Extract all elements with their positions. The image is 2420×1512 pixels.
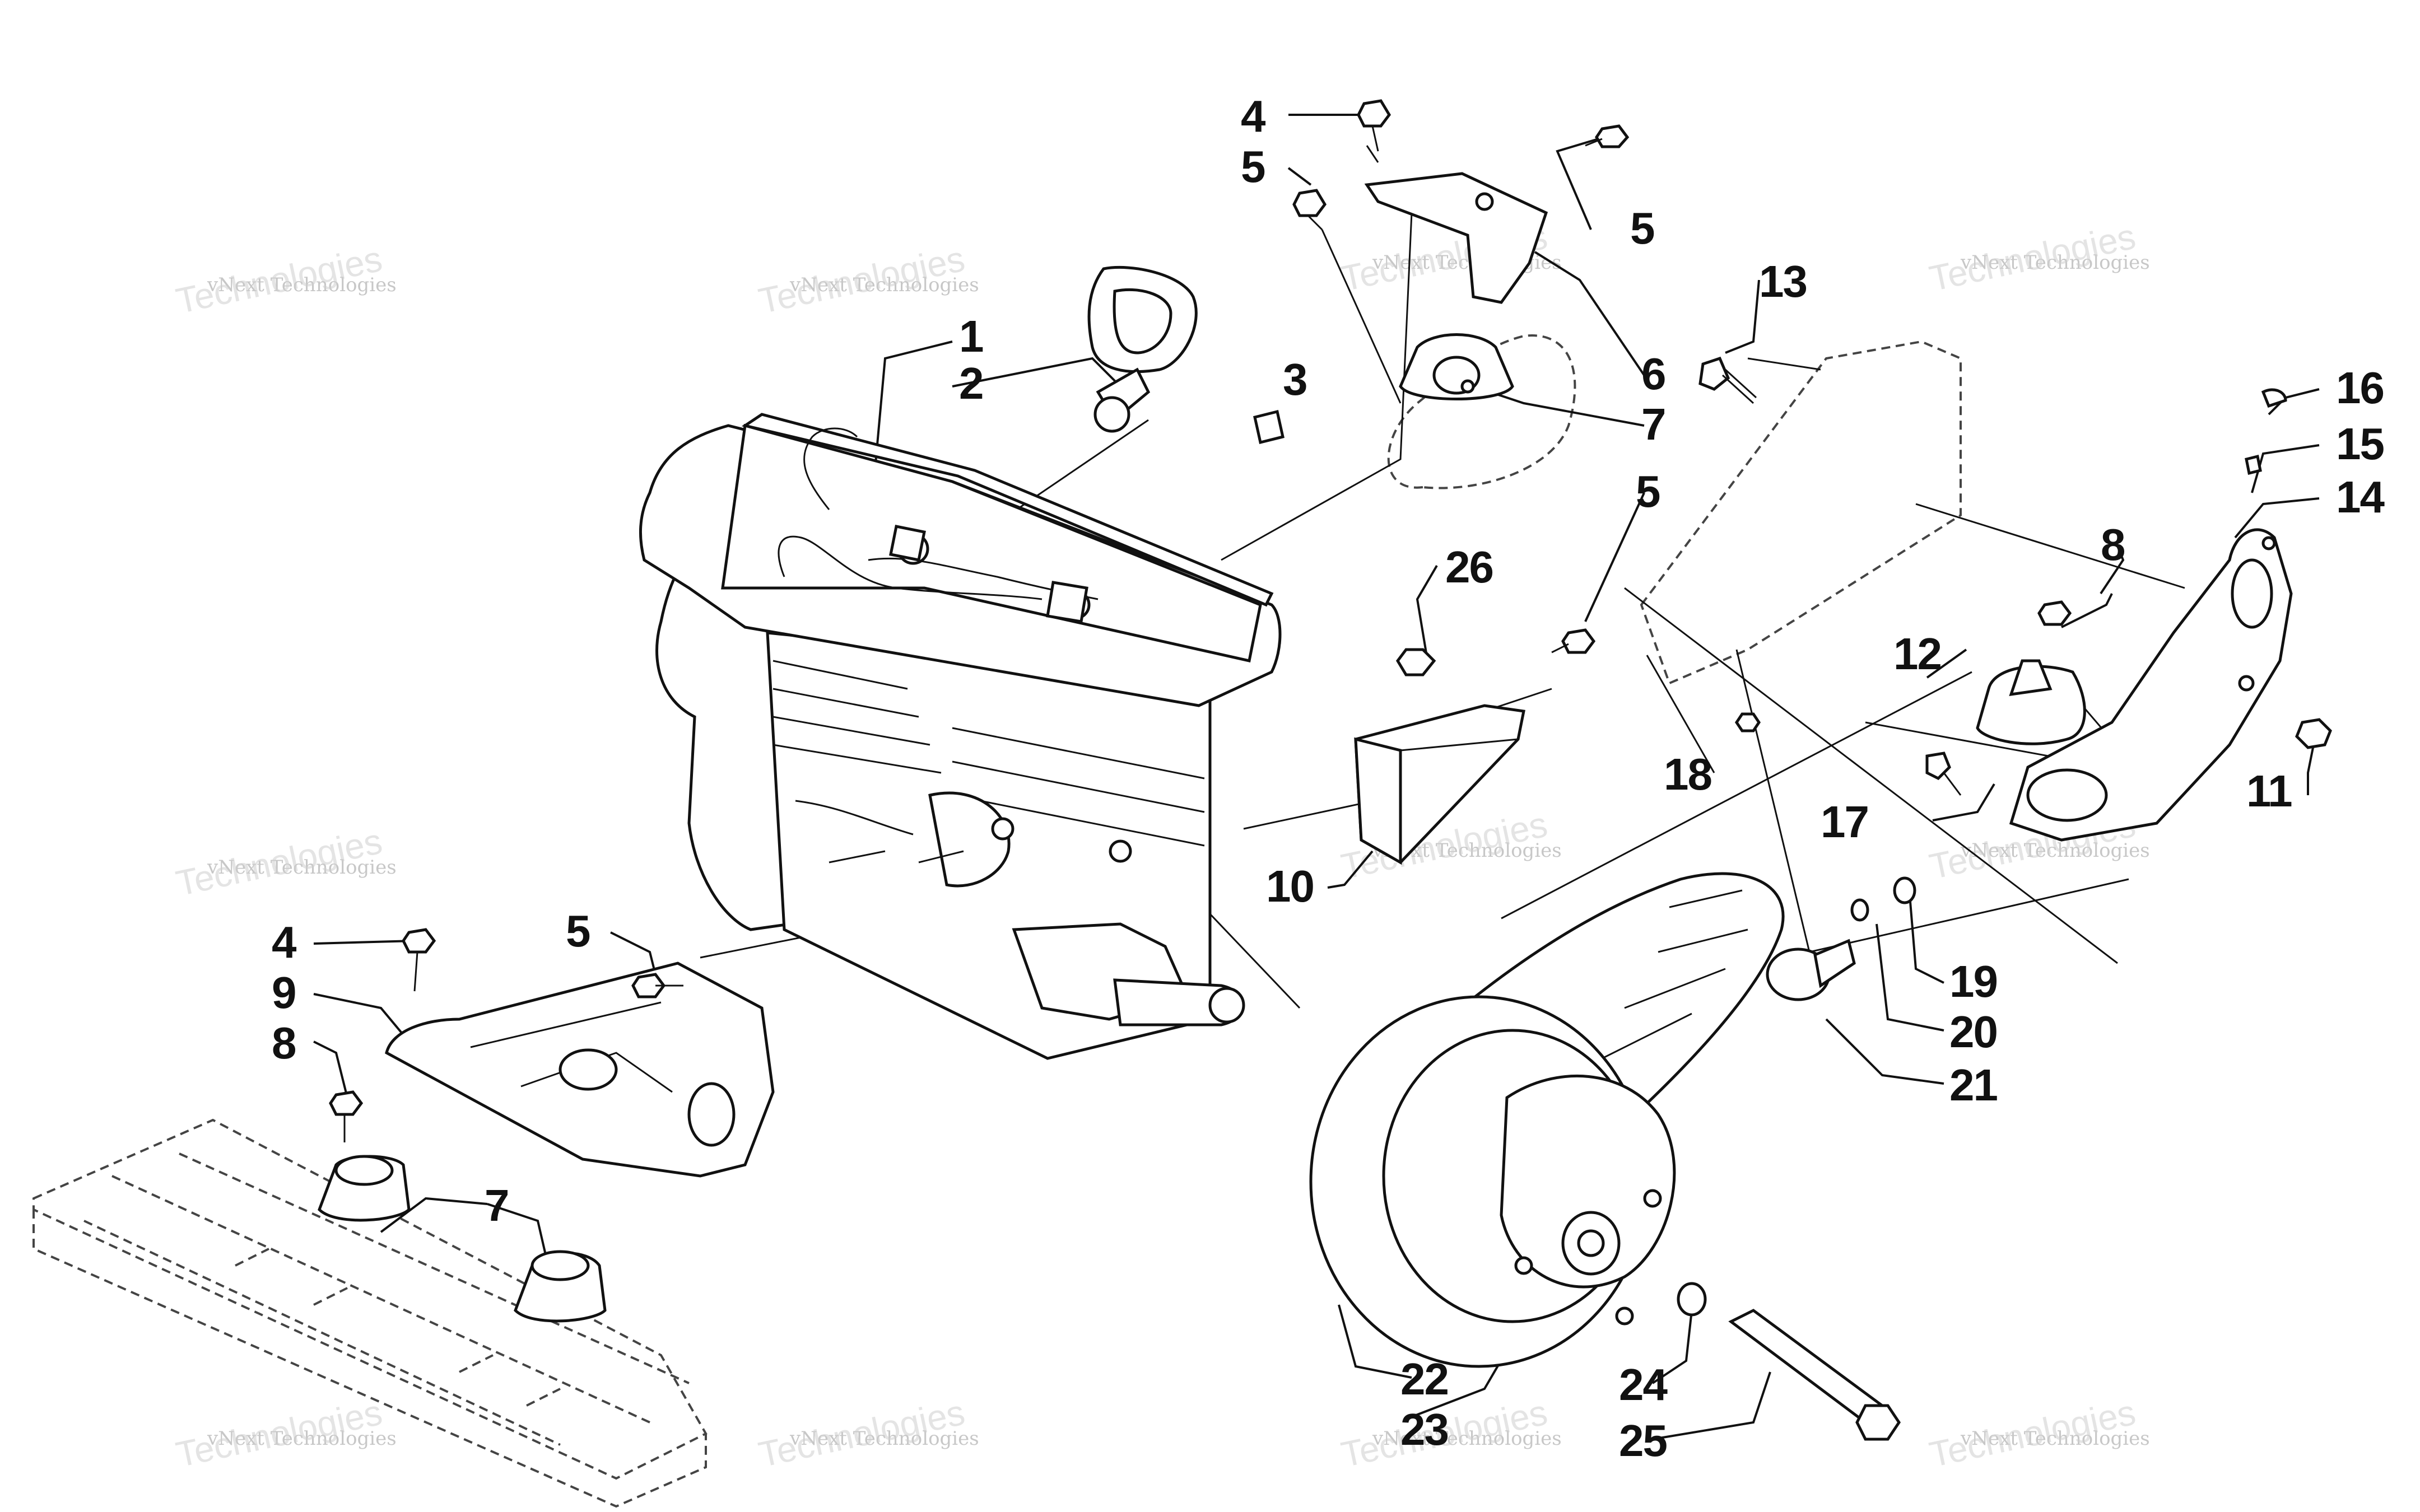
watermark-tc: vNext Technologies Technologies [755,239,979,321]
watermark-text: Technologies [1926,216,2139,299]
starter-handle [1087,266,1198,433]
bolt-13 [1698,356,1757,404]
callout-19: 19 [1949,956,1997,1006]
watermark-text: vNext Technologies [207,274,397,296]
callout-8-right: 8 [2101,520,2125,570]
watermark-text: vNext Technologies [207,1427,397,1450]
watermark-text: vNext Technologies [207,856,397,879]
callout-4-left: 4 [272,917,297,967]
washer-20 [1850,898,1869,922]
callout-10: 10 [1266,861,1314,911]
callout-23: 23 [1400,1404,1448,1454]
callout-7-top: 7 [1641,399,1665,449]
callout-21: 21 [1949,1060,1997,1110]
engine-mount-top [1399,333,1514,400]
watermark-br2: vNext Technologies Technologies [1926,1392,2150,1475]
watermark-text: vNext Technologies [1960,839,2150,862]
bolt-4-left [402,928,436,992]
callout-20: 20 [1949,1007,1997,1057]
watermark-text: vNext Technologies [1372,1427,1562,1450]
watermark-text: Technologies [755,1392,968,1475]
clutch-bolt-25 [1728,1309,1901,1441]
watermark-ml: vNext Technologies Technologies [173,821,397,904]
nut-11 [2295,718,2332,749]
callout-16: 16 [2336,363,2384,413]
callout-9: 9 [272,968,296,1018]
callout-25: 25 [1619,1416,1667,1466]
frame-plate-dashed [1640,340,1962,685]
engine-mount-bracket-top [1364,172,1548,304]
watermark-text: Technologies [173,239,385,321]
callout-3: 3 [1283,354,1307,404]
cap-16 [2261,388,2287,408]
callout-22: 22 [1400,1354,1448,1404]
callout-5-mid: 5 [1636,466,1660,516]
bolt-5-top-right [1585,124,1630,148]
washer-24 [1677,1282,1707,1317]
knob-21 [1766,939,1856,1001]
nut-8-right [2037,600,2072,626]
callout-1: 1 [959,311,983,361]
engine-mount-bracket-left [385,962,775,1178]
watermark-text: Technologies [755,239,968,321]
watermark-text: vNext Technologies [789,274,979,296]
nut-26 [1395,648,1436,676]
watermark-text: Technologies [1926,1392,2139,1475]
callout-5-top-right: 5 [1630,203,1654,253]
callout-26: 26 [1445,542,1493,592]
engine-mount-left-1 [318,1155,411,1222]
callout-5-left: 5 [566,906,590,956]
watermark-bl: vNext Technologies Technologies [173,1392,397,1475]
engine-mount-bracket-mid [1354,704,1525,865]
callout-11: 11 [2246,766,2292,816]
bolt-4-top [1357,99,1392,152]
callout-18: 18 [1664,749,1711,799]
nut-18 [1734,712,1761,732]
watermark-text: vNext Technologies [1960,1427,2150,1450]
engine-mount-bracket-right [2009,528,2293,842]
watermark-tl: vNext Technologies Technologies [173,239,397,321]
engine-assembly [639,413,1282,1060]
chassis-frame-rail [32,1118,708,1508]
callout-24: 24 [1619,1360,1668,1410]
engine-mount-left-2 [514,1250,607,1323]
watermark-text: vNext Technologies [789,1427,979,1450]
drive-clutch [1309,995,1676,1368]
grease-fitting-15 [2245,454,2262,475]
bolt-17 [1925,752,1962,796]
callout-7-left: 7 [485,1180,509,1230]
callout-15: 15 [2336,419,2384,469]
callout-12: 12 [1893,629,1941,679]
watermark-tr2: vNext Technologies Technologies [1926,216,2150,299]
engine-mount-right [1976,659,2086,745]
callout-2: 2 [959,358,983,408]
callout-17: 17 [1821,797,1868,847]
callout-14: 14 [2336,472,2385,522]
washer-19 [1893,876,1916,904]
bolt-5-top-left [1292,189,1327,231]
callout-13: 13 [1759,256,1807,306]
callout-labels: 1 2 3 4 5 5 5 6 7 8 26 13 16 15 14 12 18… [272,91,2386,1466]
bolt-8-left [329,1090,364,1142]
callout-6: 6 [1641,349,1665,399]
callout-4-top: 4 [1241,91,1266,141]
watermark-text: Technologies [173,1392,385,1475]
bolt-5-mid [1551,628,1596,654]
watermark-br1: vNext Technologies Technologies [1338,1392,1562,1475]
watermark-text: vNext Technologies [1960,251,2150,274]
leader-lines [313,114,2320,1440]
rope-clip [1253,409,1285,445]
callout-5-top-left: 5 [1241,142,1265,192]
callout-8-left: 8 [272,1018,296,1068]
watermark-text: Technologies [173,821,385,904]
watermark-bc: vNext Technologies Technologies [755,1392,979,1475]
bolt-5-left [631,973,683,998]
